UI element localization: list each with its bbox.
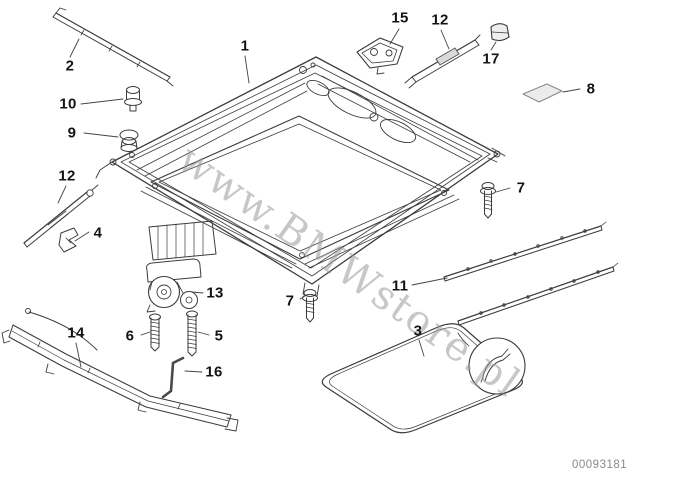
callout-3: 3 [413, 322, 423, 340]
part-8-pad [522, 83, 563, 103]
part-10-screw [124, 86, 142, 112]
part-12-rod-right [404, 34, 481, 89]
part-11-covering-strips [443, 221, 619, 326]
part-4-clip [58, 227, 79, 253]
part-6-screw [149, 313, 161, 352]
callout-12-left: 12 [58, 167, 76, 185]
callout-7-right: 7 [516, 179, 526, 197]
part-7-screw-bottom [302, 289, 318, 323]
part-7-screw-right [480, 182, 496, 219]
callout-11: 11 [391, 277, 409, 295]
callout-1: 1 [240, 37, 250, 55]
part-2-trim-rail [52, 7, 174, 87]
part-3-glass-panel [321, 323, 526, 434]
callout-12-right: 12 [431, 11, 449, 29]
part-1-sunroof-frame [95, 56, 506, 297]
leader-lines [57, 28, 581, 373]
part-5-screw [186, 310, 198, 357]
part-14-frame-trim [1, 308, 239, 432]
callout-6: 6 [125, 327, 135, 345]
part-15-bracket [356, 37, 404, 75]
callout-15: 15 [391, 9, 409, 27]
part-9-grommet [119, 129, 139, 152]
callout-14: 14 [67, 324, 85, 342]
part-16-bent-rod [161, 356, 185, 399]
callout-9: 9 [67, 124, 77, 142]
callout-16: 16 [205, 363, 223, 381]
callout-7-bottom: 7 [285, 292, 295, 310]
callout-17: 17 [482, 50, 500, 68]
callout-8: 8 [586, 80, 596, 98]
callout-4: 4 [93, 224, 103, 242]
doc-number: 00093181 [572, 459, 628, 471]
part-17-cap [490, 23, 510, 42]
part-13-drive-motor [146, 258, 202, 313]
part-12-rod-left [23, 184, 99, 248]
callout-5: 5 [214, 327, 224, 345]
callout-13: 13 [206, 284, 224, 302]
callout-10: 10 [59, 95, 77, 113]
callout-2: 2 [65, 57, 75, 75]
